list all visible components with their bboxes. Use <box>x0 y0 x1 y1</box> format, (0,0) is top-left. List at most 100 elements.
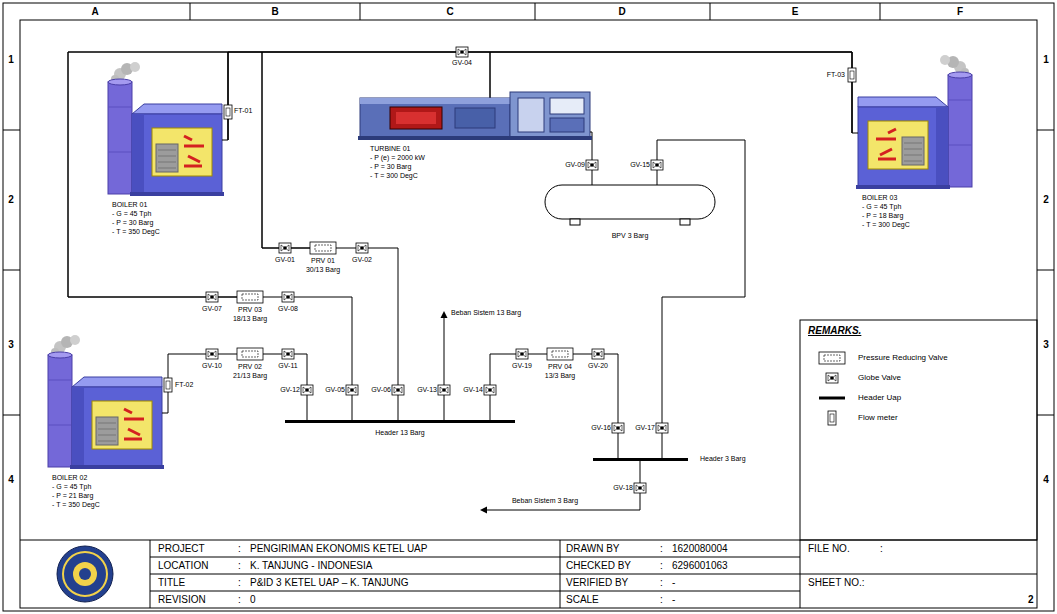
component-label: PRV 02 <box>233 362 267 371</box>
boiler: BOILER 02- G = 45 Tph- P = 21 Barg- T = … <box>40 335 170 509</box>
pipe-line <box>336 248 398 420</box>
pipe-line <box>168 354 237 413</box>
title-block-cell: - <box>672 594 675 606</box>
valve-tag: GV-09 <box>565 161 585 169</box>
title-block-cell: : <box>880 543 883 555</box>
title-block-cell: SCALE <box>566 594 599 606</box>
valve-tag: GV-04 <box>452 59 472 67</box>
title-block-cell: CHECKED BY <box>566 560 631 572</box>
valve-tag: GV-15 <box>630 161 650 169</box>
valve-tag: GV-02 <box>352 256 372 264</box>
component-label: - G = 45 Tph <box>112 209 230 218</box>
row-number: 4 <box>1043 474 1049 486</box>
component-label: Header 13 Barg <box>285 428 515 437</box>
instrument-tag: FT-02 <box>175 381 193 389</box>
component-label: PRV 01 <box>306 256 340 265</box>
row-number: 4 <box>8 474 14 486</box>
column-letter: E <box>792 6 799 18</box>
legend-text: Globe Valve <box>858 373 901 383</box>
legend-text: Flow meter <box>858 413 898 423</box>
pipe-line <box>490 354 547 420</box>
sheet-number: 2 <box>1028 594 1034 606</box>
row-number: 2 <box>8 194 14 206</box>
column-letter: C <box>446 6 453 18</box>
title-block-cell: LOCATION <box>158 560 208 572</box>
valve-tag: GV-17 <box>635 424 655 432</box>
component-label: 30/13 Barg <box>306 265 340 274</box>
title-block-cell: DRAWN BY <box>566 543 620 555</box>
title-block-cell: : <box>660 577 663 589</box>
valve-tag: GV-07 <box>202 305 222 313</box>
valve-tag: GV-14 <box>463 386 483 394</box>
title-block-cell: K. TANJUNG - INDONESIA <box>250 560 372 572</box>
steam-header: Header 13 Barg <box>285 420 515 423</box>
valve-tag: GV-16 <box>591 424 611 432</box>
row-number: 2 <box>1043 194 1049 206</box>
title-block-cell: SHEET NO.: <box>808 577 865 589</box>
component-label: - P = 21 Barg <box>52 491 170 500</box>
component-label: BOILER 03 <box>862 193 980 202</box>
component-label: - P = 30 Barg <box>112 218 230 227</box>
title-block-cell: : <box>238 594 241 606</box>
title-block-cell: : <box>660 543 663 555</box>
valve-tag: GV-20 <box>588 362 608 370</box>
component-label: - P = 18 Barg <box>862 211 980 220</box>
component-label: PRV 04 <box>545 362 575 371</box>
component-label: BPV 3 Barg <box>545 231 715 240</box>
valve-tag: GV-13 <box>417 386 437 394</box>
component-label: - T = 350 DegC <box>112 227 230 236</box>
component-label: PRV 03 <box>233 305 267 314</box>
title-block-cell: : <box>238 560 241 572</box>
valve-tag: GV-11 <box>278 362 297 370</box>
pipe-line <box>262 52 852 248</box>
pressure-reducing-valve: PRV 0221/13 Barg <box>233 348 267 380</box>
title-block-cell: : <box>660 594 663 606</box>
column-letter: B <box>271 6 278 18</box>
pipe-line <box>68 52 852 297</box>
steam-header: Header 3 Barg <box>593 458 688 461</box>
title-block-cell: VERIFIED BY <box>566 577 628 589</box>
component-label: - G = 45 Tph <box>862 202 980 211</box>
pipe-line <box>263 297 352 420</box>
component-label: 18/13 Barg <box>233 314 267 323</box>
instrument-tag: FT-03 <box>827 71 845 79</box>
boiler: BOILER 01- G = 45 Tph- P = 30 Barg- T = … <box>100 62 230 236</box>
row-number: 1 <box>8 54 14 66</box>
title-block-cell: : <box>660 560 663 572</box>
title-block-cell: P&ID 3 KETEL UAP – K. TANJUNG <box>250 577 409 589</box>
valve-tag: GV-06 <box>371 386 391 394</box>
row-number: 1 <box>1043 54 1049 66</box>
legend-text: Pressure Reducing Valve <box>858 353 948 363</box>
pipe-line <box>228 52 310 248</box>
valve-tag: GV-01 <box>275 256 295 264</box>
column-letter: F <box>957 6 963 18</box>
pipe-line <box>573 354 618 458</box>
legend-title: REMARKS. <box>808 325 861 337</box>
row-number: 3 <box>8 339 14 351</box>
column-letter: D <box>618 6 625 18</box>
component-label: - P (e) = 2000 kW <box>370 153 600 162</box>
title-block-cell: 1620080004 <box>672 543 728 555</box>
turbine: TURBINE 01- P (e) = 2000 kW- P = 30 Barg… <box>360 92 600 180</box>
valve-tag: GV-10 <box>202 362 222 370</box>
instrument-tag: FT-01 <box>234 107 252 115</box>
column-letter: A <box>91 6 98 18</box>
component-label: 13/3 Barg <box>545 371 575 380</box>
valve-tag: GV-08 <box>278 305 298 313</box>
title-block-cell: - <box>672 577 675 589</box>
title-block-cell: FILE NO. <box>808 543 850 555</box>
title-block-cell: PROJECT <box>158 543 205 555</box>
load-label: Beban Sistem 13 Barg <box>451 309 521 317</box>
component-label: Header 3 Barg <box>700 454 746 463</box>
pressure-reducing-valve: PRV 0318/13 Barg <box>233 291 267 323</box>
row-number: 3 <box>1043 339 1049 351</box>
pipe-line <box>68 52 237 297</box>
pressure-reducing-valve: PRV 0413/3 Barg <box>545 348 575 380</box>
title-block-cell: 0 <box>250 594 256 606</box>
component-label: BOILER 01 <box>112 200 230 209</box>
title-block-cell: PENGIRIMAN EKONOMIS KETEL UAP <box>250 543 427 555</box>
title-block-cell: : <box>238 543 241 555</box>
pressure-reducing-valve: PRV 0130/13 Barg <box>306 242 340 274</box>
legend-text: Header Uap <box>858 393 901 403</box>
title-block-cell: 6296001063 <box>672 560 728 572</box>
